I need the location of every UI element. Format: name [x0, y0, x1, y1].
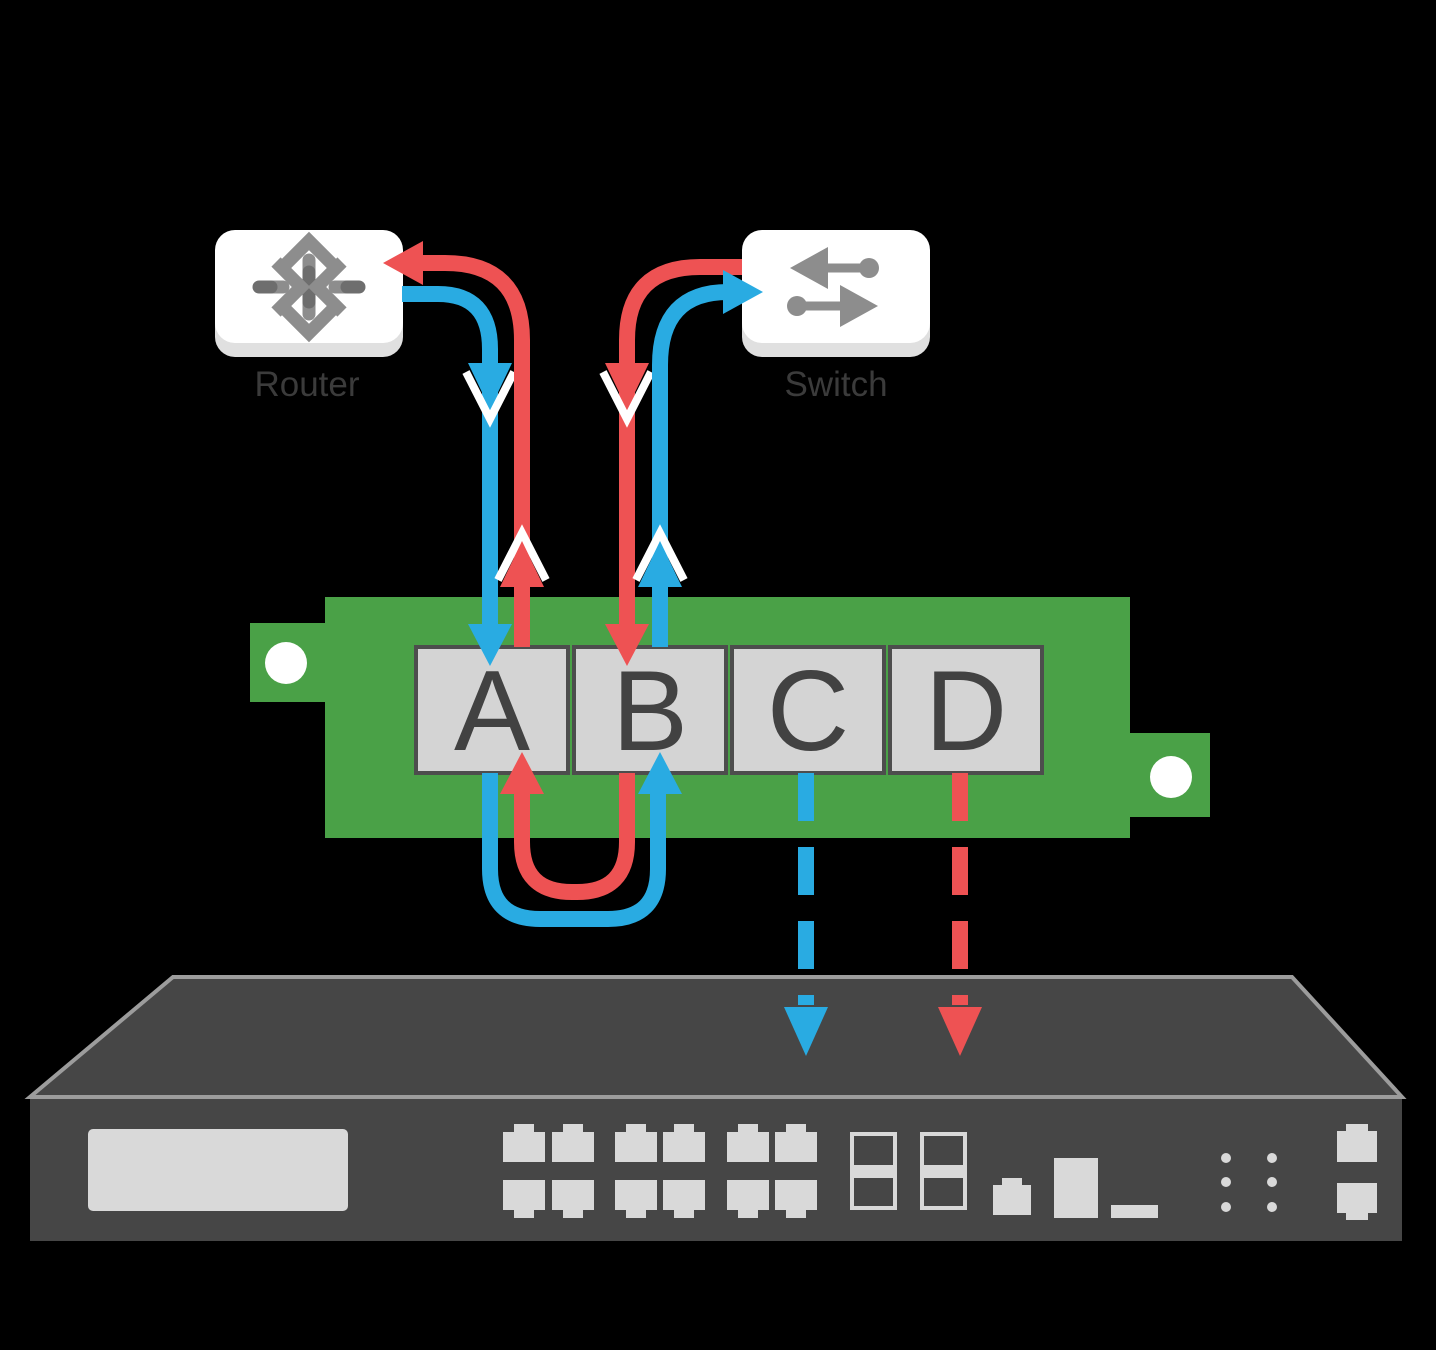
appliance [24, 975, 1407, 1241]
router-device: Router [215, 230, 403, 404]
sfp-cages [850, 1132, 967, 1210]
flow-port-b-to-switch-blue [632, 270, 763, 647]
flow-router-to-port-a-blue [402, 286, 518, 666]
switch-device: Switch [742, 230, 930, 404]
arrowhead-into-port-b-bottom [638, 752, 682, 794]
direction-marker-up [494, 524, 550, 582]
arrowhead-into-port-a [468, 624, 512, 666]
port-d-box [888, 645, 1044, 775]
appliance-top-face [24, 975, 1407, 1099]
direction-marker-up [632, 524, 688, 582]
arrowhead-into-port-a-bottom [500, 752, 544, 794]
arrowhead-into-port-b [605, 624, 649, 666]
switch-icon [787, 247, 879, 327]
switch-label: Switch [784, 365, 887, 404]
router-label: Router [254, 365, 359, 404]
mgmt-port-top [1337, 1124, 1377, 1162]
arrowhead-into-router [383, 241, 423, 285]
mounting-hole-left [265, 642, 307, 684]
port-d-label: D [925, 648, 1007, 775]
arrowhead-into-switch [723, 270, 763, 314]
mgmt-port-bottom [1337, 1183, 1377, 1220]
arrowhead-into-appliance-blue [784, 1007, 828, 1056]
mounting-hole-right [1150, 756, 1192, 798]
flow-port-c-to-appliance-blue-dashed [784, 773, 828, 1056]
usb-port [1054, 1158, 1098, 1218]
flow-loop-b-to-a-red [500, 752, 635, 900]
arrowhead-into-appliance-red [938, 1007, 982, 1056]
router-icon [252, 231, 366, 343]
flow-switch-to-port-b-red [599, 259, 742, 666]
mgmt-ports [1337, 1124, 1377, 1220]
flow-port-a-to-router-red [383, 241, 550, 647]
slot-bar [1111, 1205, 1158, 1218]
bypass-board: A B C D [250, 597, 1210, 838]
port-slots: A B C D [414, 645, 1044, 775]
appliance-display [88, 1129, 348, 1211]
port-b-label: B [612, 648, 688, 775]
switch-box [742, 230, 930, 343]
port-c-label: C [767, 648, 849, 775]
direction-marker-down [599, 370, 655, 428]
port-a-label: A [454, 648, 530, 775]
flow-loop-a-to-b-blue [482, 752, 682, 927]
direction-marker-down [462, 370, 518, 428]
led-dots [1221, 1153, 1277, 1212]
flow-port-d-to-appliance-red-dashed [938, 773, 982, 1056]
port-c-box [730, 645, 886, 775]
